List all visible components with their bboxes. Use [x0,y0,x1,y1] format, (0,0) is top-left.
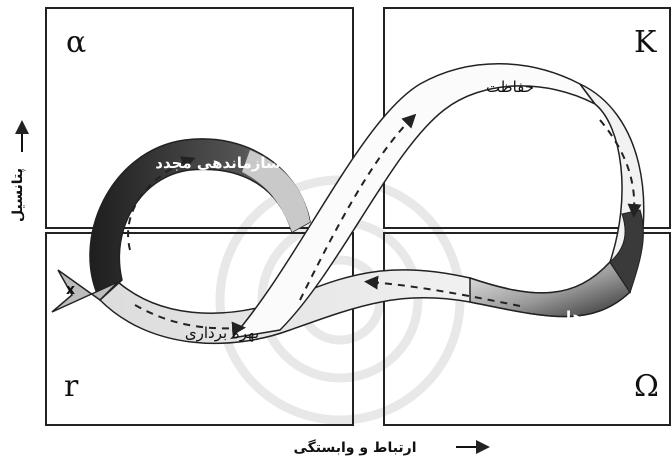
y-axis-label: پتانسیل [10,168,26,222]
x-axis: ارتباط و وابستگی [293,439,484,456]
x-axis-label: ارتباط و وابستگی [293,439,416,456]
quadrant-alpha-symbol: α [66,25,86,60]
label-conservation: حفاظت [486,78,534,96]
exit-marker: x [66,282,75,298]
quadrant-alpha-frame [46,8,353,228]
label-reorganization: سازماندهی مجدد [155,154,281,172]
quadrant-k-symbol: K [634,25,657,60]
label-release: رهایی [545,308,590,326]
quadrant-omega-symbol: Ω [634,369,659,404]
y-axis: پتانسیل [10,126,26,222]
label-exploitation: بهره برداری [185,324,259,342]
quadrant-r-symbol: r [64,369,79,404]
